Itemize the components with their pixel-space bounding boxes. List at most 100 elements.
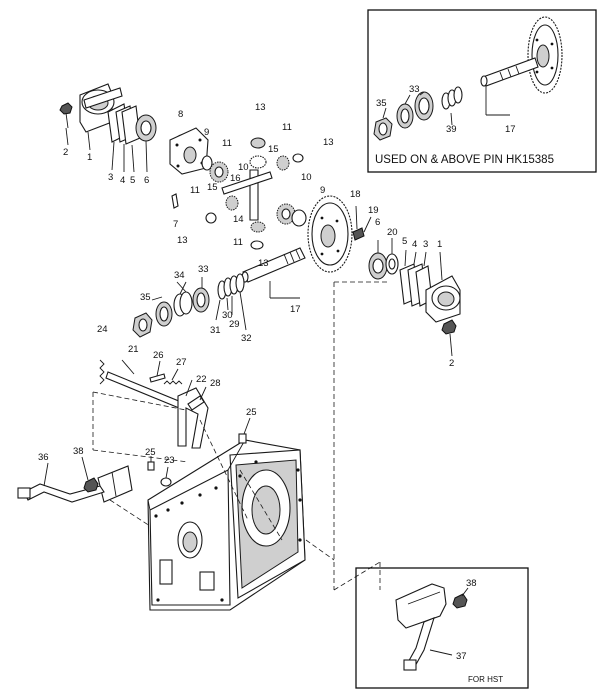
callout-14: 14 — [233, 214, 244, 225]
callout-11-d: 11 — [233, 237, 243, 248]
pinion-shaft — [241, 247, 306, 283]
callout-35: 35 — [140, 292, 151, 303]
callout-15-upper: 15 — [268, 144, 279, 155]
inset-bearing — [396, 91, 434, 129]
bolt-38 — [83, 477, 99, 493]
callout-3-right: 3 — [423, 239, 428, 250]
transmission-housing — [147, 439, 306, 611]
bearing-cup-20 — [385, 253, 399, 275]
callout-6-right: 6 — [375, 217, 380, 228]
callout-22: 22 — [196, 374, 207, 385]
callout-13-b: 13 — [323, 137, 334, 148]
callout-36: 36 — [38, 452, 49, 463]
pinion-gear-bottom — [250, 221, 266, 250]
differential-case — [169, 127, 209, 175]
side-gear-left — [209, 161, 229, 183]
shims-29-32 — [217, 273, 245, 300]
pedal-bracket-group — [17, 456, 133, 503]
ring-gear-assembly — [241, 195, 399, 283]
inset-pinion-shaft — [480, 57, 539, 87]
callout-9-lower: 9 — [320, 185, 325, 196]
label-inset-35: 35 — [376, 98, 387, 109]
cross-shaft — [221, 169, 273, 221]
callout-labels: 1 1 2 2 3 3 4 4 5 5 6 6 7 8 9 9 10 10 11… — [38, 102, 454, 466]
left-shims — [107, 103, 141, 145]
callout-24: 24 — [97, 324, 108, 335]
callout-27: 27 — [176, 357, 187, 368]
left-bearing — [135, 114, 157, 142]
callout-21: 21 — [128, 344, 139, 355]
inset-nut — [373, 117, 393, 141]
label-hst-37: 37 — [456, 651, 467, 662]
right-bolt — [441, 319, 457, 357]
callout-34: 34 — [174, 270, 185, 281]
inset-top-caption: USED ON & ABOVE PIN HK15385 — [375, 154, 554, 166]
shift-fork-22 — [177, 387, 209, 449]
inset-bottom: 38 37 FOR HST — [355, 567, 529, 689]
callout-5-left: 5 — [130, 175, 135, 186]
inset-top: 35 33 39 17 USED ON & ABOVE PIN HK15385 — [367, 9, 597, 173]
callout-3-left: 3 — [108, 172, 113, 183]
inset-ring-gear — [527, 16, 563, 94]
callout-28: 28 — [210, 378, 221, 389]
callout-15-lower: 15 — [207, 182, 218, 193]
callout-4-right: 4 — [412, 239, 417, 250]
spring-27 — [163, 380, 183, 385]
callout-13-a: 13 — [255, 102, 266, 113]
bearing-33 — [192, 287, 210, 313]
right-shims — [399, 263, 433, 307]
callout-33: 33 — [198, 264, 209, 275]
shift-rod-21 — [105, 371, 187, 411]
ring-gear — [307, 195, 353, 273]
callout-31: 31 — [210, 325, 221, 336]
callout-30: 30 — [222, 310, 233, 321]
bracket-plate — [97, 465, 133, 503]
label-inset-33: 33 — [409, 84, 420, 95]
bearing-inner — [155, 301, 173, 327]
callout-10-lower: 10 — [301, 172, 312, 183]
inset-top-frame — [367, 9, 597, 173]
hst-bracket — [395, 583, 447, 629]
callout-18: 18 — [350, 189, 361, 200]
pinion-gear-right — [276, 153, 304, 171]
callout-8: 8 — [178, 109, 183, 120]
callout-2-left: 2 — [63, 147, 68, 158]
plug-23 — [160, 477, 172, 487]
ring-gear-bolt — [352, 227, 365, 241]
callout-10-upper: 10 — [238, 162, 249, 173]
label-inset-39: 39 — [446, 124, 457, 135]
pinion-gear-top — [249, 137, 267, 169]
differential-case-group — [169, 127, 307, 250]
right-axle-housing-group — [355, 205, 461, 357]
plug-25a — [238, 433, 247, 444]
callout-23: 23 — [164, 455, 175, 466]
callout-2-right: 2 — [449, 358, 454, 369]
bearing-6-right — [368, 252, 388, 280]
callout-1-right: 1 — [437, 239, 442, 250]
plug-25b — [147, 461, 155, 471]
label-inset-17: 17 — [505, 124, 516, 135]
pin-7 — [171, 193, 179, 209]
left-bolt — [59, 102, 73, 129]
label-hst-38: 38 — [466, 578, 477, 589]
spacers-34 — [173, 291, 193, 317]
hst-lever-37 — [403, 617, 435, 671]
nut-35 — [132, 312, 153, 338]
callout-11-c: 11 — [190, 185, 200, 196]
inset-shims — [441, 86, 463, 110]
callout-6-left: 6 — [144, 175, 149, 186]
right-axle-housing — [425, 275, 461, 323]
side-gear-right — [276, 203, 307, 227]
thrust-washer-9a — [201, 155, 213, 171]
callout-11-b: 11 — [282, 122, 292, 133]
pinion-gear-left — [205, 195, 239, 224]
spring-24 — [99, 359, 105, 385]
inset-bottom-caption: FOR HST — [468, 675, 503, 684]
callout-7: 7 — [173, 219, 178, 230]
inset-bottom-frame — [355, 567, 529, 689]
pinion-bearing-stack — [132, 273, 300, 338]
left-axle-housing-group — [59, 83, 157, 173]
callout-29: 29 — [229, 319, 240, 330]
hst-bolt-38 — [452, 593, 468, 609]
